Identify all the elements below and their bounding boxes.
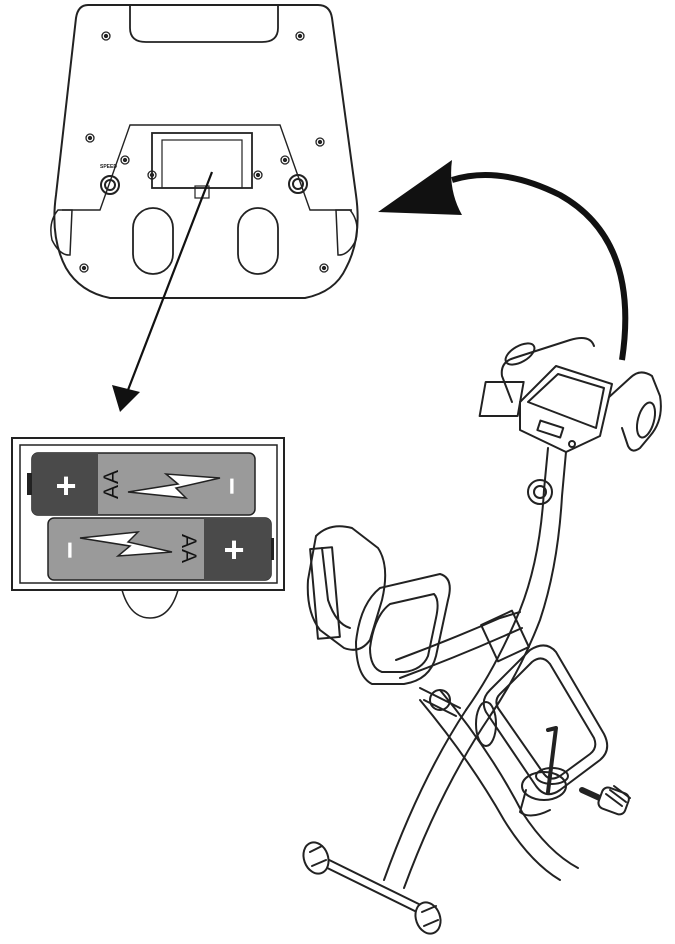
exercise-bike [302,337,662,935]
battery-bottom: + AA − [47,517,274,581]
bike-flywheel-housing [482,644,609,796]
battery-bottom-negative: − [53,541,86,559]
bike-backrest [306,525,387,651]
battery-top: + AA − [27,452,256,516]
battery-bottom-lightning-icon [79,531,173,557]
bike-rear-stabilizer [302,841,442,935]
bike-rear-frame [383,709,491,889]
battery-bottom-type-label: AA [177,534,200,564]
speed-port-label: SPEED [100,164,117,170]
battery-top-type-label: AA [100,469,123,499]
bike-handlebar [500,337,662,452]
console-back-view [50,4,359,299]
curved-arrow [378,160,629,361]
bike-seat [355,573,451,685]
bike-right-pedal [597,785,631,816]
bike-console [478,365,613,453]
battery-top-lightning-icon [127,473,221,499]
battery-inset: + AA − + AA − [11,437,285,619]
battery-top-negative: − [215,477,248,495]
battery-bottom-positive: + [223,529,244,570]
battery-top-positive: + [55,465,76,506]
straight-arrow [112,171,214,412]
bike-seat-support [395,611,523,679]
